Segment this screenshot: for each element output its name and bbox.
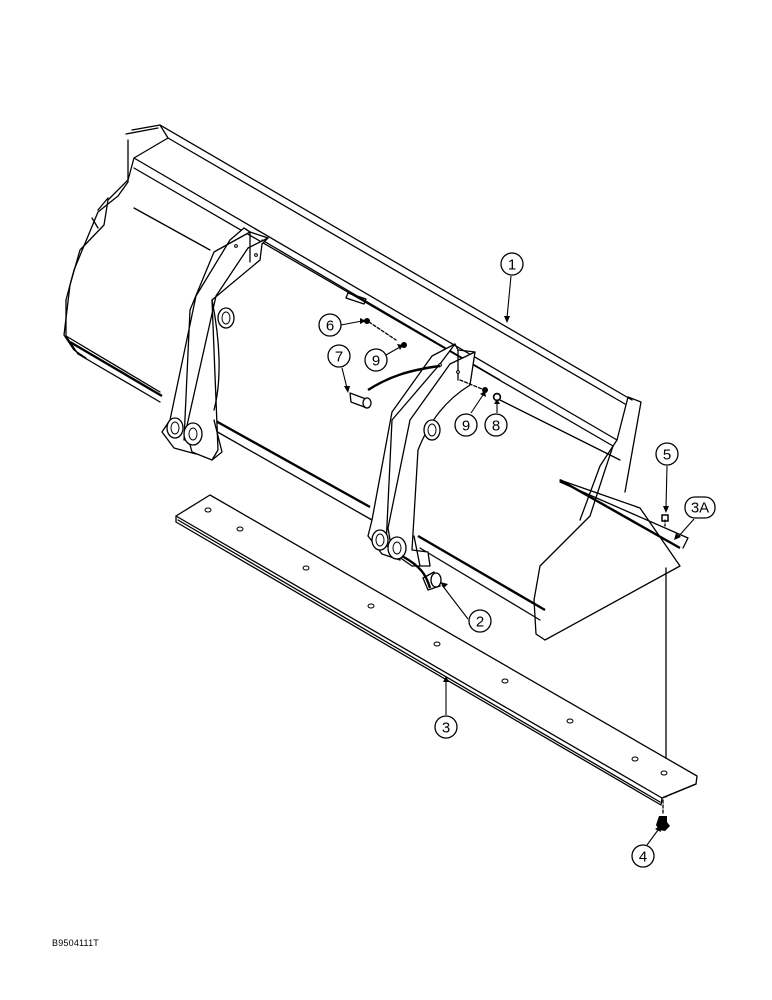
callout-1: 1: [500, 252, 524, 276]
svg-text:3: 3: [442, 720, 450, 737]
svg-text:1: 1: [508, 257, 516, 274]
svg-text:2: 2: [476, 614, 484, 631]
callout-9-upper: 9: [364, 348, 388, 372]
callout-9-lower: 9: [454, 413, 478, 437]
callout-5: 5: [655, 442, 679, 466]
svg-text:8: 8: [492, 418, 500, 435]
bucket: [63, 124, 689, 641]
svg-text:5: 5: [663, 447, 671, 464]
callout-3a: 3A: [684, 496, 716, 519]
svg-text:4: 4: [639, 849, 647, 866]
callout-2: 2: [468, 609, 492, 633]
callout-4: 4: [631, 844, 655, 868]
callout-6: 6: [318, 313, 342, 337]
leader-lines: [340, 275, 695, 846]
figure-id-label: B9504111T: [52, 938, 100, 948]
washer-9a: [401, 342, 407, 348]
bolt-6-head: [364, 318, 370, 324]
callout-8: 8: [484, 413, 508, 437]
svg-text:6: 6: [326, 318, 334, 335]
svg-text:3A: 3A: [691, 500, 709, 517]
right-mounting-brackets: [367, 343, 476, 567]
left-mounting-brackets: [161, 227, 269, 461]
svg-text:7: 7: [335, 349, 343, 366]
svg-text:9: 9: [372, 353, 380, 370]
callout-7: 7: [327, 344, 351, 368]
hardware: [349, 318, 670, 831]
washer-9b: [482, 387, 488, 393]
callout-3: 3: [434, 715, 458, 739]
cutting-edge: [175, 494, 698, 806]
svg-text:9: 9: [462, 418, 470, 435]
